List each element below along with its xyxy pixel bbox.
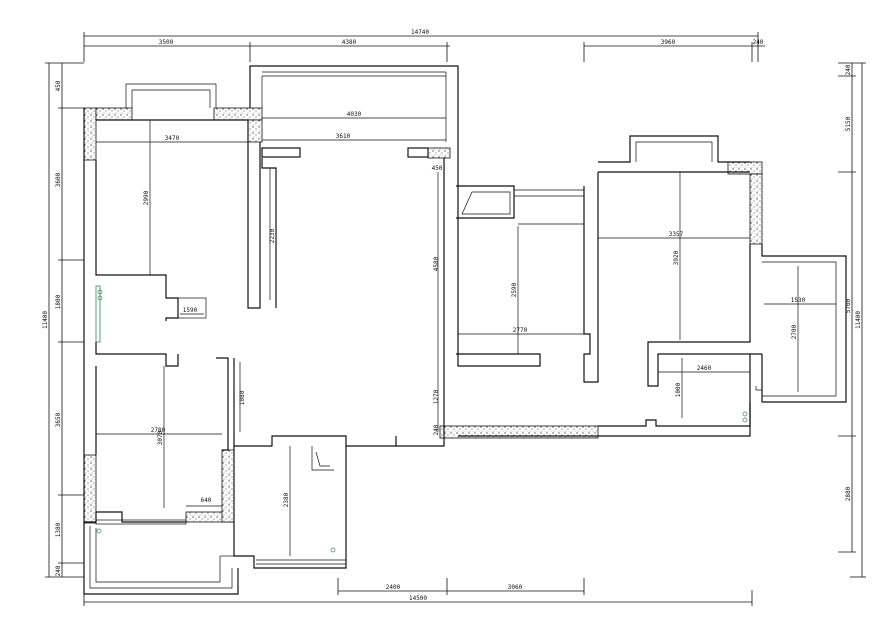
dim-hall-width: 3610 — [336, 133, 351, 140]
dim-left-seg6: 240 — [55, 565, 62, 576]
dim-mid-west-w: 2780 — [151, 427, 166, 434]
dim-mid-west-h: 3070 — [157, 430, 164, 445]
room-upper-bar: 4030 3610 2230 450 — [249, 65, 459, 308]
dim-lower-east-w: 2460 — [697, 365, 712, 372]
dim-top-seg3: 3960 — [661, 39, 676, 46]
dim-low-mid: 1270 — [433, 389, 440, 404]
dim-bottom-seg2: 3060 — [508, 584, 523, 591]
dim-right-seg2: 5150 — [845, 116, 852, 131]
room-west-middle: 2780 3070 640 — [95, 342, 229, 508]
dim-top-seg4: 240 — [753, 39, 764, 46]
dim-left-seg4: 3650 — [55, 412, 62, 427]
dim-center-h: 4580 — [433, 256, 440, 271]
dim-lower-east-h: 1000 — [675, 382, 682, 397]
room-northwest: 3470 2990 1590 — [83, 83, 261, 522]
dimension-bottom: 2400 3060 14500 — [83, 578, 753, 606]
fixture-circle — [97, 295, 103, 301]
dim-bed-mid-w: 2770 — [513, 327, 528, 334]
dim-right-seg4: 2880 — [845, 486, 852, 501]
dim-hall-height: 2230 — [269, 228, 276, 243]
dim-east-balc-h: 2700 — [791, 324, 798, 339]
dim-bed-mid-h: 2590 — [511, 282, 518, 297]
fixture-circle — [742, 411, 748, 417]
dim-bottom-seg1: 2400 — [386, 584, 401, 591]
dim-nw-width: 3470 — [165, 135, 180, 142]
room-east-balcony: 1530 2700 — [755, 244, 847, 403]
dim-tiny-b: 640 — [201, 497, 212, 504]
dim-bath-h: 2380 — [283, 492, 290, 507]
dim-nw-height: 2990 — [143, 190, 150, 205]
fixture-circle — [97, 289, 103, 295]
dim-left-seg2: 3600 — [55, 172, 62, 187]
fixture-circle — [330, 547, 336, 553]
dimension-left: 11400 450 3600 1800 3650 1380 240 — [42, 62, 84, 578]
dim-left-total: 11400 — [42, 311, 49, 329]
room-southwest-balcony — [83, 511, 239, 595]
dim-bottom-total: 14500 — [409, 595, 427, 602]
dim-low-mid2: 240 — [433, 424, 440, 435]
dim-right-total: 11400 — [855, 311, 862, 329]
dim-left-seg3: 1800 — [55, 294, 62, 309]
dimension-right: 240 5150 5700 2880 11400 — [838, 62, 866, 578]
toilet-fixture — [311, 446, 334, 471]
dim-right-seg1: 240 — [845, 64, 852, 75]
dimension-top: 14740 3500 4380 3960 240 — [83, 29, 765, 62]
dim-left-seg5: 1380 — [55, 522, 62, 537]
dim-top-seg1: 3500 — [159, 39, 174, 46]
dim-left-seg1: 450 — [55, 80, 62, 91]
room-center-hall: 1080 4580 1270 240 — [233, 158, 445, 447]
dim-right-seg3: 5700 — [845, 298, 852, 313]
room-lower-east: 2460 1000 — [458, 354, 763, 437]
dim-big-east-h: 3920 — [673, 250, 680, 265]
room-east-master: 3357 3920 — [598, 135, 762, 387]
window-west — [95, 285, 101, 343]
hatched-walls — [83, 107, 763, 524]
fixture-circle — [742, 417, 748, 423]
dim-entry-h: 1080 — [239, 390, 246, 405]
dim-top-total: 14740 — [411, 29, 429, 36]
dim-big-east-w: 3357 — [669, 231, 684, 238]
room-middle-east: 2590 2770 — [456, 142, 599, 383]
desk-fixture — [461, 191, 511, 215]
dim-door-a: 1590 — [183, 307, 198, 314]
room-bathroom: 2380 — [233, 446, 347, 569]
dim-upper-bar: 4030 — [347, 111, 362, 118]
fixture-circle — [96, 528, 102, 534]
toilet-bowl — [315, 451, 330, 467]
dim-top-seg2: 4380 — [342, 39, 357, 46]
dim-small-a: 450 — [432, 165, 443, 172]
